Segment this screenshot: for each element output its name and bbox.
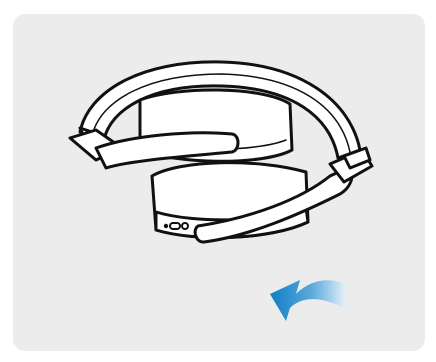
status-led-icon: [164, 224, 168, 228]
curved-arrow-icon: [270, 280, 346, 321]
power-button-icon: [170, 223, 180, 229]
headphones-folded-icon: [70, 62, 372, 242]
port-icon: [182, 223, 188, 229]
